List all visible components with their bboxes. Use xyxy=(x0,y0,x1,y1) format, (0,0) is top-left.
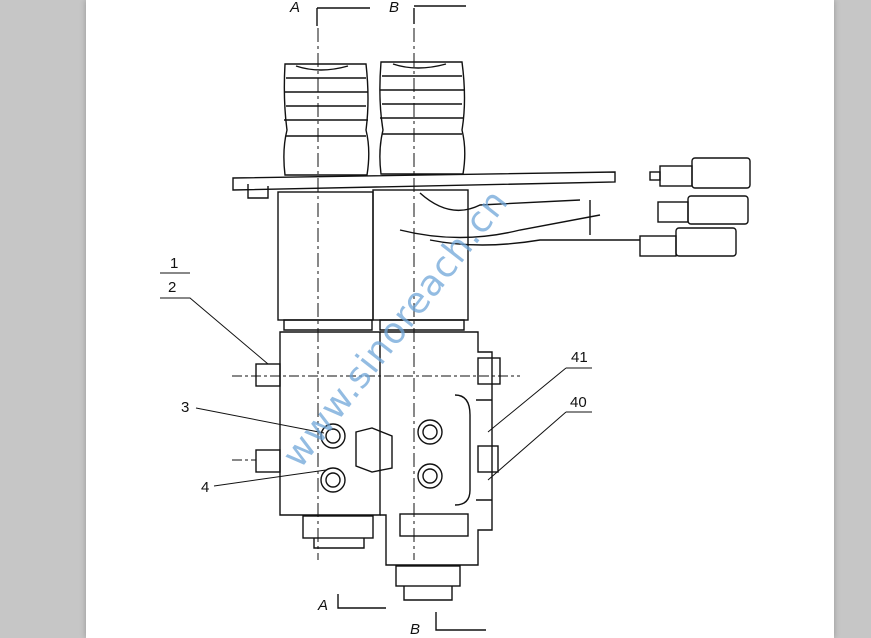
connector-top xyxy=(649,157,751,189)
callout-41: 41 xyxy=(571,349,588,366)
callout-4: 4 xyxy=(201,479,209,496)
mounting-plate xyxy=(232,171,616,199)
bellows-left xyxy=(283,63,370,176)
callout-2: 2 xyxy=(168,279,176,296)
callout-4-leader xyxy=(213,469,327,487)
document-page xyxy=(86,0,834,638)
callout-1: 1 xyxy=(170,255,178,272)
through-bolts xyxy=(232,357,520,473)
callout-40: 40 xyxy=(570,394,587,411)
callout-41-leader xyxy=(487,367,592,433)
solenoid-coil-left xyxy=(277,191,374,321)
coil-bases xyxy=(283,319,465,331)
section-line-bottom-a xyxy=(337,594,386,609)
section-mark-bottom-b: B xyxy=(410,621,420,638)
bellows-right xyxy=(379,61,466,175)
callout-3: 3 xyxy=(181,399,189,416)
section-line-top-b xyxy=(413,5,466,24)
ports xyxy=(320,419,443,493)
callout-2-leader xyxy=(160,297,269,365)
section-line-bottom-b xyxy=(435,612,486,631)
section-mark-top-b: B xyxy=(389,0,399,16)
connector-middle xyxy=(657,195,749,225)
section-mark-top-a: A xyxy=(289,0,300,16)
connector-bottom xyxy=(639,227,737,257)
section-mark-bottom-a: A xyxy=(317,597,328,614)
wire-harness xyxy=(399,192,640,246)
callout-3-leader xyxy=(195,407,325,434)
section-line-top-a xyxy=(316,7,370,26)
watermark: www.sinoreach.cn xyxy=(275,182,517,476)
bottom-nuts xyxy=(302,513,469,601)
callout-40-leader xyxy=(487,411,592,481)
